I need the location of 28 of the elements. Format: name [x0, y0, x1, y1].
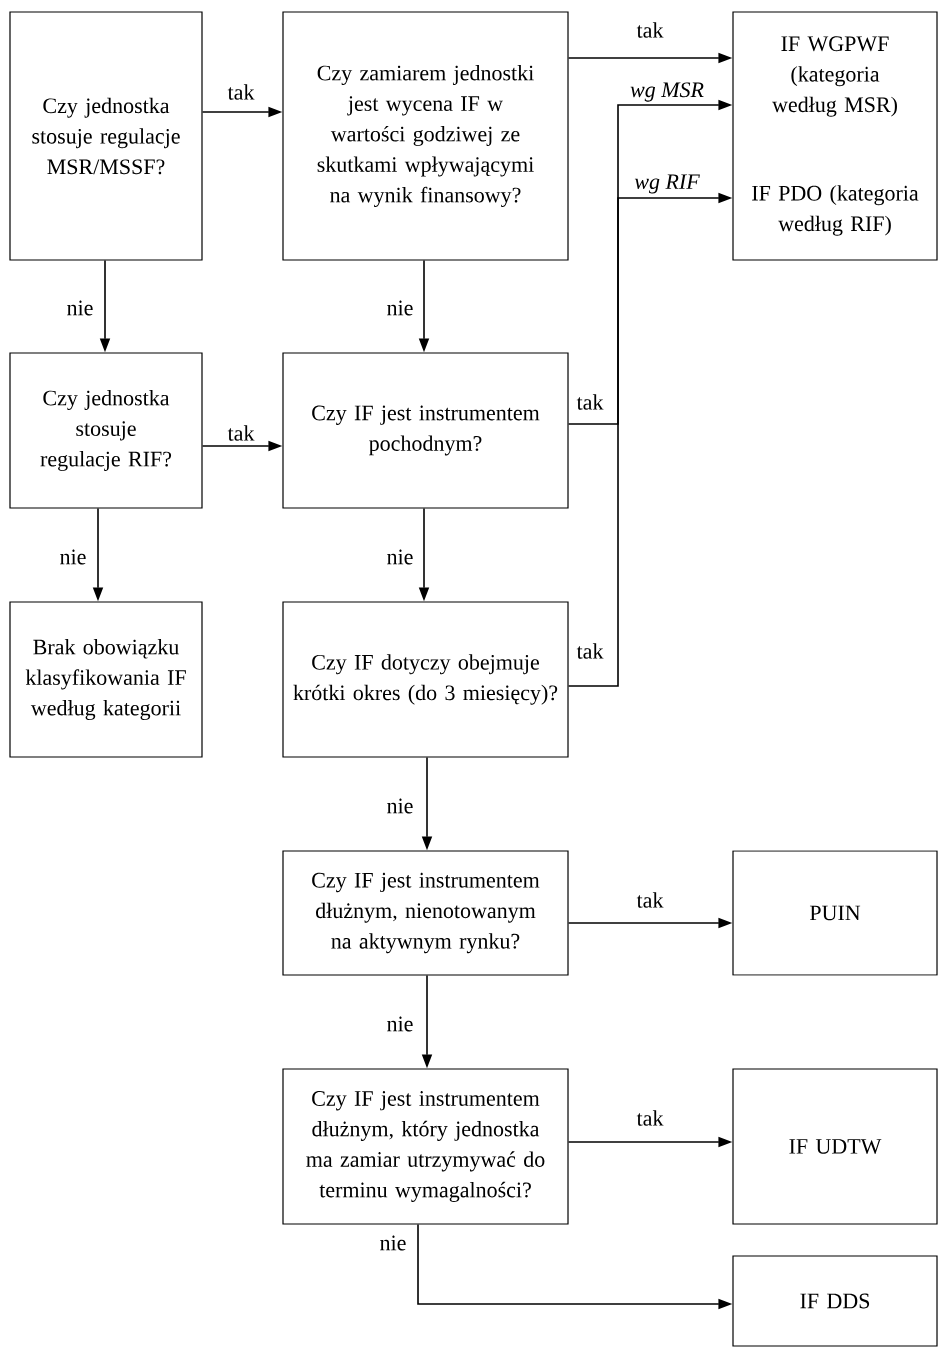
question-box: Czy IF jest instrumentem pochodnym?: [282, 352, 569, 509]
edge-label: tak: [226, 83, 256, 101]
question-box: Czy IF dotyczy obejmuje krótki okres (do 3 miesięcy)?: [282, 601, 569, 758]
branch-label: wg MSR: [629, 81, 705, 103]
edge-label: tak: [635, 891, 665, 909]
edge-label: nie: [385, 797, 415, 815]
edge-label: nie: [58, 548, 88, 566]
edge-label: tak: [575, 393, 605, 411]
result-box: IF WGPWF (kategoria według MSR) IF PDO (kategoria według RIF): [732, 11, 938, 261]
question-box: Czy zamiarem jednostki jest wycena IF w wartości godziwej ze skutkami wpływającymi na wynik finansowy?: [282, 11, 569, 261]
question-box: Czy IF jest instrumentem dłużnym, nienotowanym na aktywnym rynku?: [282, 850, 569, 976]
result-box: IF DDS: [732, 1255, 938, 1347]
result-box: PUIN: [732, 850, 938, 976]
result-box: Brak obowiązku klasyfikowania IF według kategorii: [9, 601, 203, 758]
edge-label: nie: [378, 1234, 408, 1252]
edge-label: nie: [385, 299, 415, 317]
edge-label: nie: [385, 1015, 415, 1033]
result-box: IF UDTW: [732, 1068, 938, 1225]
edge-label: nie: [65, 299, 95, 317]
question-box: Czy IF jest instrumentem dłużnym, który jednostka ma zamiar utrzymywać do terminu wymagalności?: [282, 1068, 569, 1225]
edge-label: tak: [635, 1109, 665, 1127]
edge-label: nie: [385, 548, 415, 566]
branch-label: wg RIF: [633, 173, 701, 195]
edge-label: tak: [226, 424, 256, 442]
edge-label: tak: [635, 21, 665, 39]
question-box: Czy jednostka stosuje regulacje RIF?: [9, 352, 203, 509]
edge-label: tak: [575, 642, 605, 660]
question-box: Czy jednostka stosuje regulacje MSR/MSSF?: [9, 11, 203, 261]
